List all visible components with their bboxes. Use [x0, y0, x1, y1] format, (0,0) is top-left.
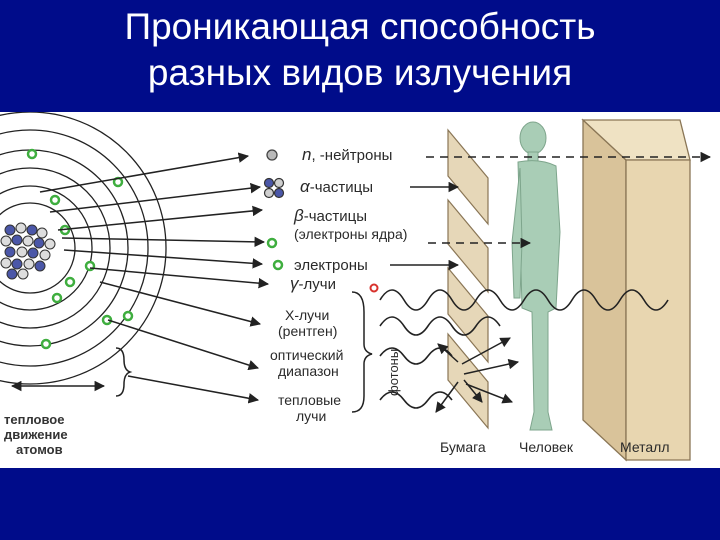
svg-text:n, -нейтроны: n, -нейтроны — [302, 145, 392, 164]
metal-caption: Металл — [620, 439, 670, 455]
thermal-label-1: тепловые — [278, 392, 341, 408]
alpha-label: -частицы — [310, 179, 373, 196]
gamma-label: -лучи — [299, 276, 336, 293]
optical-label-2: диапазон — [278, 363, 339, 379]
svg-text:β-частицы: β-частицы — [293, 206, 367, 225]
gamma-source-icon — [369, 283, 379, 293]
thermal-motion-line-2: движение — [4, 427, 68, 442]
thermal-label-2: лучи — [296, 408, 326, 424]
title-line-1: Проникающая способность — [124, 6, 596, 47]
paper-caption: Бумага — [440, 439, 486, 455]
paper-barrier — [447, 128, 489, 430]
gamma-symbol: γ — [290, 274, 300, 293]
beta-symbol: β — [293, 206, 304, 225]
diagram-panel: n, -нейтроны α-частицы β-частицы (электр… — [0, 112, 720, 468]
orbit-electrons — [26, 148, 134, 350]
emission-rays — [39, 152, 270, 404]
atom-brace — [115, 347, 133, 397]
alpha-particle-icon — [263, 177, 285, 199]
penetration-paths — [390, 151, 712, 271]
slide-title: Проникающая способность разных видов изл… — [0, 0, 720, 110]
photons-label: фотоны — [386, 349, 401, 396]
svg-text:α-частицы: α-частицы — [300, 177, 373, 196]
beta-sublabel: (электроны ядра) — [294, 226, 407, 242]
svg-text:γ-лучи: γ-лучи — [290, 274, 336, 293]
photons-brace — [351, 291, 373, 413]
thermal-motion-line-1: тепловое — [4, 412, 64, 427]
human-caption: Человек — [519, 439, 574, 455]
optical-label-1: оптический — [270, 347, 343, 363]
thermal-wave — [379, 391, 453, 409]
xray-wave — [379, 316, 501, 336]
beta-electron-icon — [266, 237, 278, 249]
atom-nucleus — [0, 222, 56, 280]
alpha-symbol: α — [300, 177, 311, 196]
neutron-symbol: n — [302, 145, 311, 164]
title-line-2: разных видов излучения — [147, 52, 573, 93]
neutron-label: , -нейтроны — [311, 147, 392, 164]
xray-label-2: (рентген) — [278, 323, 337, 339]
xray-label-1: Х-лучи — [285, 307, 329, 323]
neutron-icon — [266, 149, 278, 161]
thermal-motion-line-3: атомов — [16, 442, 63, 457]
electron-icon — [272, 259, 284, 271]
scattered-rays — [435, 337, 520, 413]
gamma-wave — [379, 289, 669, 311]
electrons-label: электроны — [294, 257, 368, 274]
metal-barrier — [581, 118, 691, 462]
human-figure — [511, 121, 561, 431]
beta-label: -частицы — [304, 208, 367, 225]
radiation-diagram: n, -нейтроны α-частицы β-частицы (электр… — [0, 112, 712, 462]
